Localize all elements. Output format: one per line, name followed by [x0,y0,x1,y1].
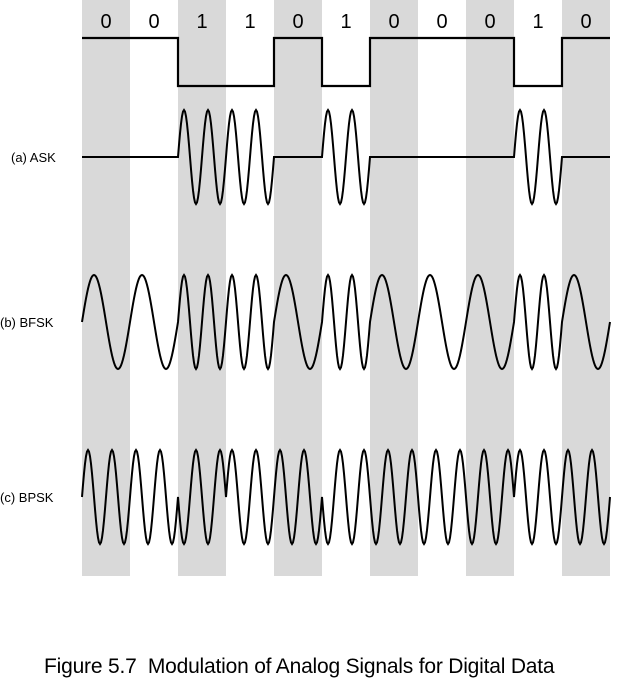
digital-data-waveform [82,36,610,88]
bpsk-waveform [81,448,611,546]
bit-label: 0 [484,11,495,33]
bit-label: 0 [580,11,591,33]
bit-label: 0 [388,11,399,33]
bpsk-label: (c) BPSK [0,490,54,505]
bit-shade [274,0,322,576]
bit-label: 1 [244,11,255,33]
bit-value-labels: 0 0 1 1 0 1 0 0 0 1 0 [100,11,591,33]
bfsk-waveform [81,273,611,371]
bit-label: 0 [292,11,303,33]
bfsk-label: (b) BFSK [0,315,54,330]
bit-label: 1 [196,11,207,33]
bit-label: 0 [148,11,159,33]
bit-label: 0 [436,11,447,33]
bit-shade [562,0,610,576]
ask-waveform [82,108,610,206]
bit-shade [82,0,130,576]
bit-shade [466,0,514,576]
bit-period-shading [82,0,610,576]
figure-caption: Figure 5.7 Modulation of Analog Signals … [44,655,555,678]
bit-label: 0 [100,11,111,33]
signal-diagram: 0 0 1 1 0 1 0 0 0 1 0 (a) ASK (b) BFSK (c) BPSK [0,0,611,576]
bit-label: 1 [340,11,351,33]
bit-shade [370,0,418,576]
ask-label: (a) ASK [11,150,56,165]
bit-label: 1 [532,11,543,33]
